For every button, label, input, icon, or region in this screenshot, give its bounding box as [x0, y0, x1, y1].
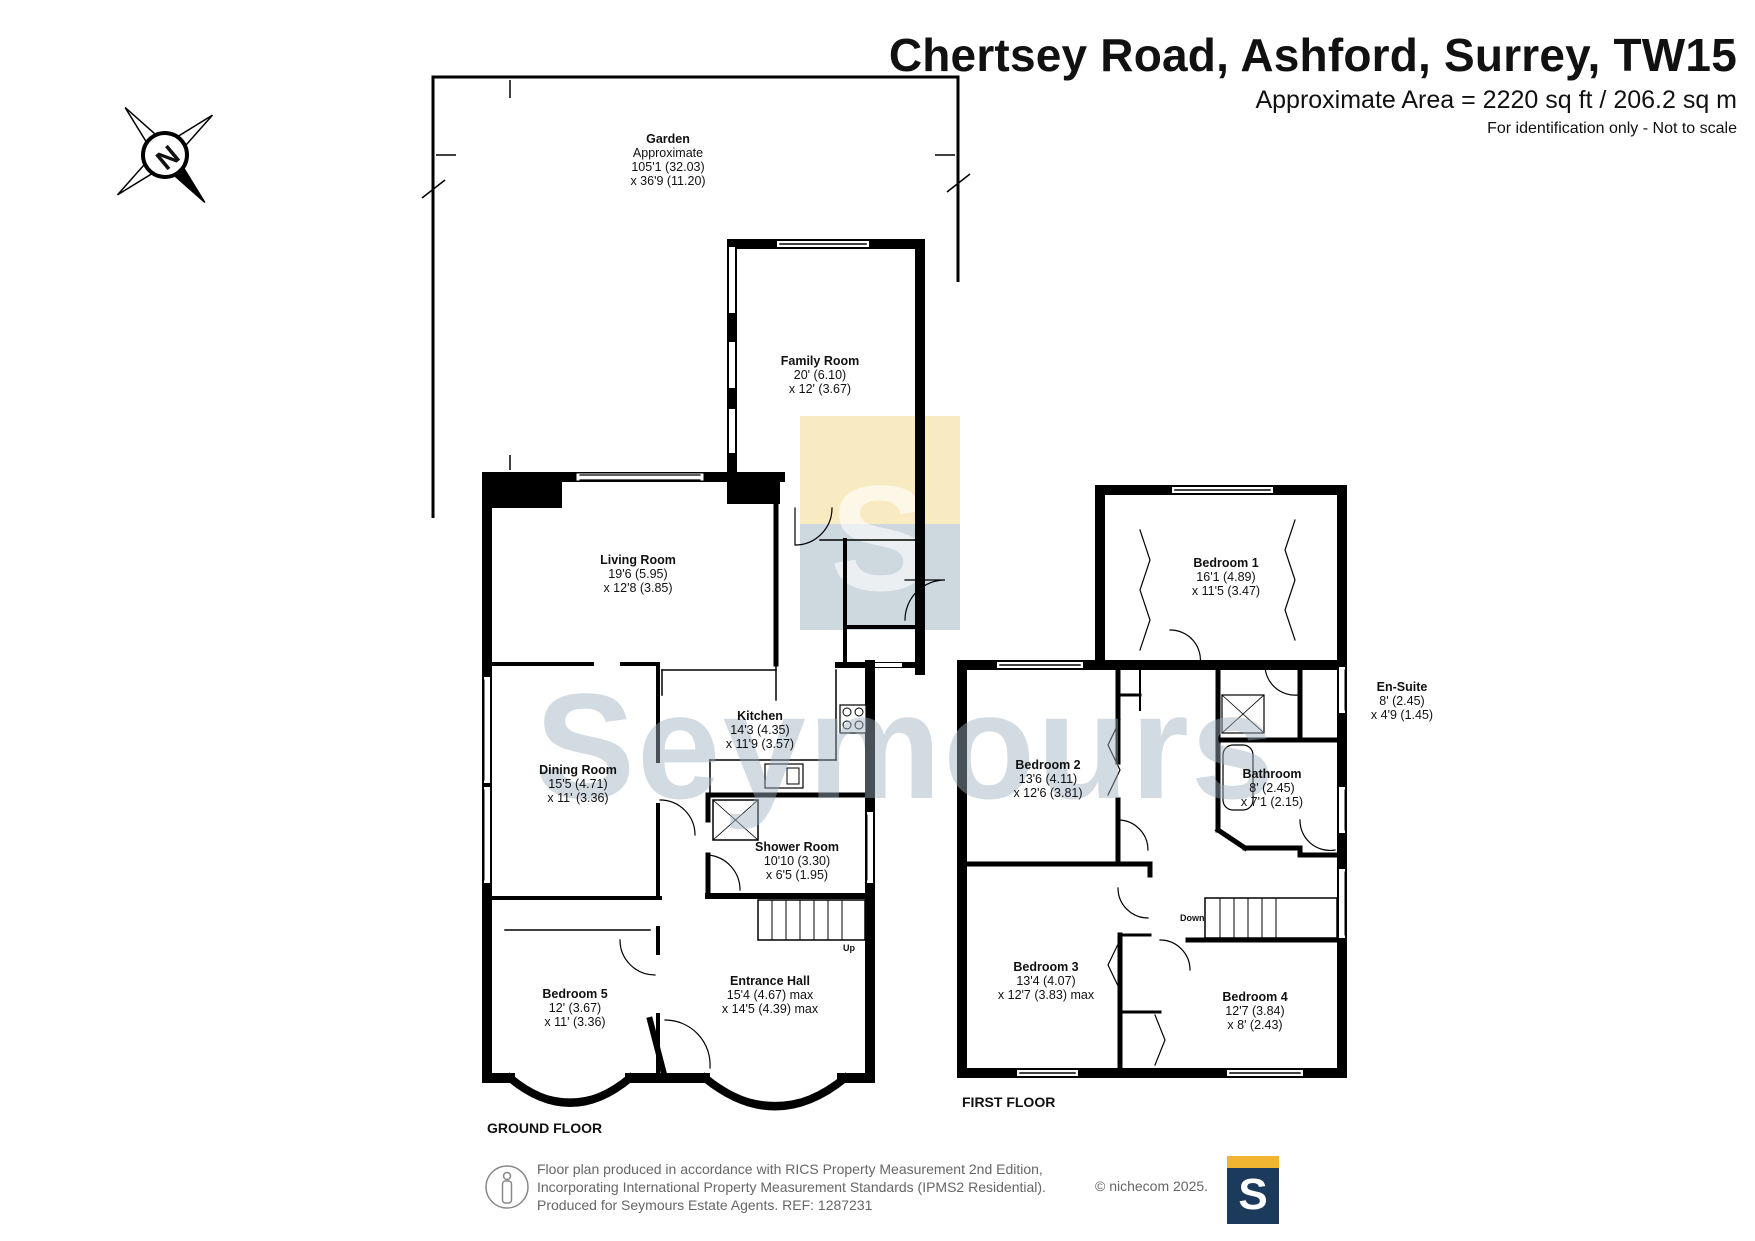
watermark-logo-blue	[800, 524, 960, 630]
ground-floor-label: GROUND FLOOR	[487, 1120, 603, 1136]
room-label-shower-room: Shower Room 10'10 (3.30)x 6'5 (1.95)	[754, 840, 840, 882]
room-label-bedroom-3: Bedroom 3 13'4 (4.07)x 12'7 (3.83) max	[997, 960, 1095, 1002]
page-title: Chertsey Road, Ashford, Surrey, TW15	[888, 29, 1737, 81]
room-label-family-room: Family Room 20' (6.10)x 12' (3.67)	[780, 354, 860, 396]
watermark-logo-yellow	[800, 416, 960, 524]
copyright-text: © nichecom 2025.	[1095, 1178, 1209, 1194]
person-scale-icon	[485, 1165, 529, 1209]
room-label-bedroom-4: Bedroom 4 12'7 (3.84)x 8' (2.43)	[1222, 990, 1288, 1032]
first-floor-label: FIRST FLOOR	[962, 1094, 1056, 1110]
room-label-dining-room: Dining Room 15'5 (4.71)x 11' (3.36)	[539, 763, 617, 805]
scale-disclaimer: For identification only - Not to scale	[1487, 120, 1737, 137]
room-label-bathroom: Bathroom 8' (2.45)x 7'1 (2.15)	[1240, 767, 1304, 809]
room-label-bedroom-5: Bedroom 5 12' (3.67)x 11' (3.36)	[542, 987, 608, 1029]
seymours-logo: S	[1227, 1156, 1279, 1224]
garden-boundary	[421, 75, 971, 518]
compass-icon	[116, 106, 214, 204]
room-label-living-room: Living Room 19'6 (5.95)x 12'8 (3.85)	[600, 553, 676, 595]
seymours-logo-letter: S	[1238, 1170, 1268, 1219]
stairs-down-label: Down	[1180, 913, 1205, 923]
stairs-up-label: Up	[843, 943, 855, 953]
ground-floor-walls	[482, 239, 946, 1111]
watermark-text: Seymours	[535, 662, 1277, 830]
room-label-kitchen: Kitchen 14'3 (4.35)x 11'9 (3.57)	[725, 709, 795, 751]
room-label-bedroom-1: Bedroom 1 16'1 (4.89)x 11'5 (3.47)	[1191, 556, 1261, 598]
footer-text: Floor plan produced in accordance with R…	[537, 1161, 1046, 1213]
room-label-en-suite: En-Suite 8' (2.45)x 4'9 (1.45)	[1370, 680, 1434, 722]
room-label-bedroom-2: Bedroom 2 13'6 (4.11)x 12'6 (3.81)	[1013, 758, 1083, 800]
first-floor-walls	[957, 485, 1347, 1078]
approximate-area: Approximate Area = 2220 sq ft / 206.2 sq…	[1255, 86, 1737, 114]
